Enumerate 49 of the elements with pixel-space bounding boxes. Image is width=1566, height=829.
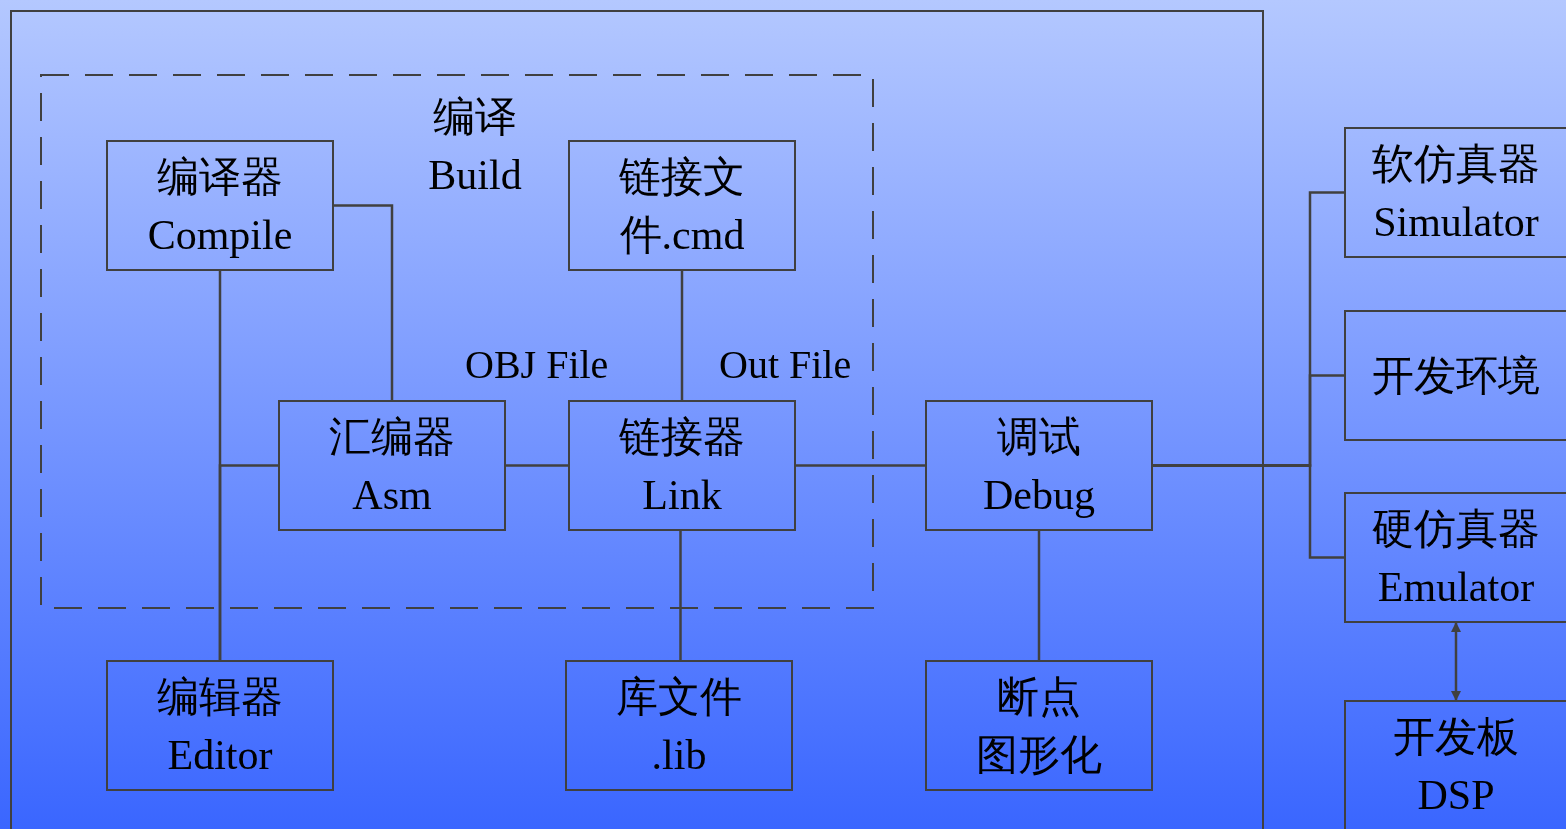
- connector-line: [334, 204, 394, 400]
- dashed-group-box: [40, 74, 874, 609]
- box-label: 图形化: [976, 730, 1102, 780]
- box-label: Link: [642, 470, 722, 520]
- connector-line: [218, 464, 278, 660]
- box-label: Asm: [352, 470, 432, 520]
- process-box: [1344, 492, 1566, 623]
- process-box: [1344, 310, 1566, 441]
- process-box: [565, 660, 793, 791]
- box-label: .lib: [651, 730, 707, 780]
- connector-line: [680, 271, 684, 400]
- box-label: 断点: [997, 672, 1081, 722]
- box-label: 开发板: [1393, 712, 1519, 762]
- box-label: 开发环境: [1372, 351, 1540, 401]
- box-label: 汇编器: [329, 412, 455, 462]
- box-label: 调试: [997, 412, 1081, 462]
- box-label: 库文件: [616, 672, 742, 722]
- arrow: [1451, 622, 1461, 701]
- connector-line: [506, 464, 568, 467]
- box-label: Compile: [147, 210, 293, 260]
- process-box: [106, 140, 334, 271]
- connector-line: [679, 531, 682, 660]
- box-label: Editor: [167, 730, 273, 780]
- process-box: [106, 660, 334, 791]
- box-label: Debug: [983, 470, 1095, 520]
- process-box: [568, 400, 796, 531]
- box-label: 编辑器: [157, 672, 283, 722]
- box-label: 链接器: [619, 412, 745, 462]
- frame-box: [10, 10, 1264, 829]
- connector-line: [1037, 531, 1041, 660]
- connector-line: [796, 464, 925, 467]
- box-label: 硬仿真器: [1372, 504, 1540, 554]
- box-label: 软仿真器: [1372, 139, 1540, 189]
- process-box: [925, 400, 1153, 531]
- process-box: [1344, 700, 1566, 829]
- group-title: Build: [428, 152, 522, 198]
- process-box: [568, 140, 796, 271]
- box-label: Simulator: [1373, 197, 1539, 247]
- edge-label: OBJ File: [465, 342, 609, 388]
- box-label: 编译器: [157, 152, 283, 202]
- connector-line: [1153, 464, 1344, 559]
- process-box: [925, 660, 1153, 791]
- box-label: Emulator: [1377, 562, 1535, 612]
- group-title: 编译: [433, 94, 517, 140]
- box-label: 链接文件.cmd: [618, 152, 746, 260]
- process-box: [278, 400, 506, 531]
- edge-label: Out File: [719, 342, 852, 388]
- process-box: [1344, 127, 1566, 258]
- box-label: DSP: [1417, 770, 1495, 820]
